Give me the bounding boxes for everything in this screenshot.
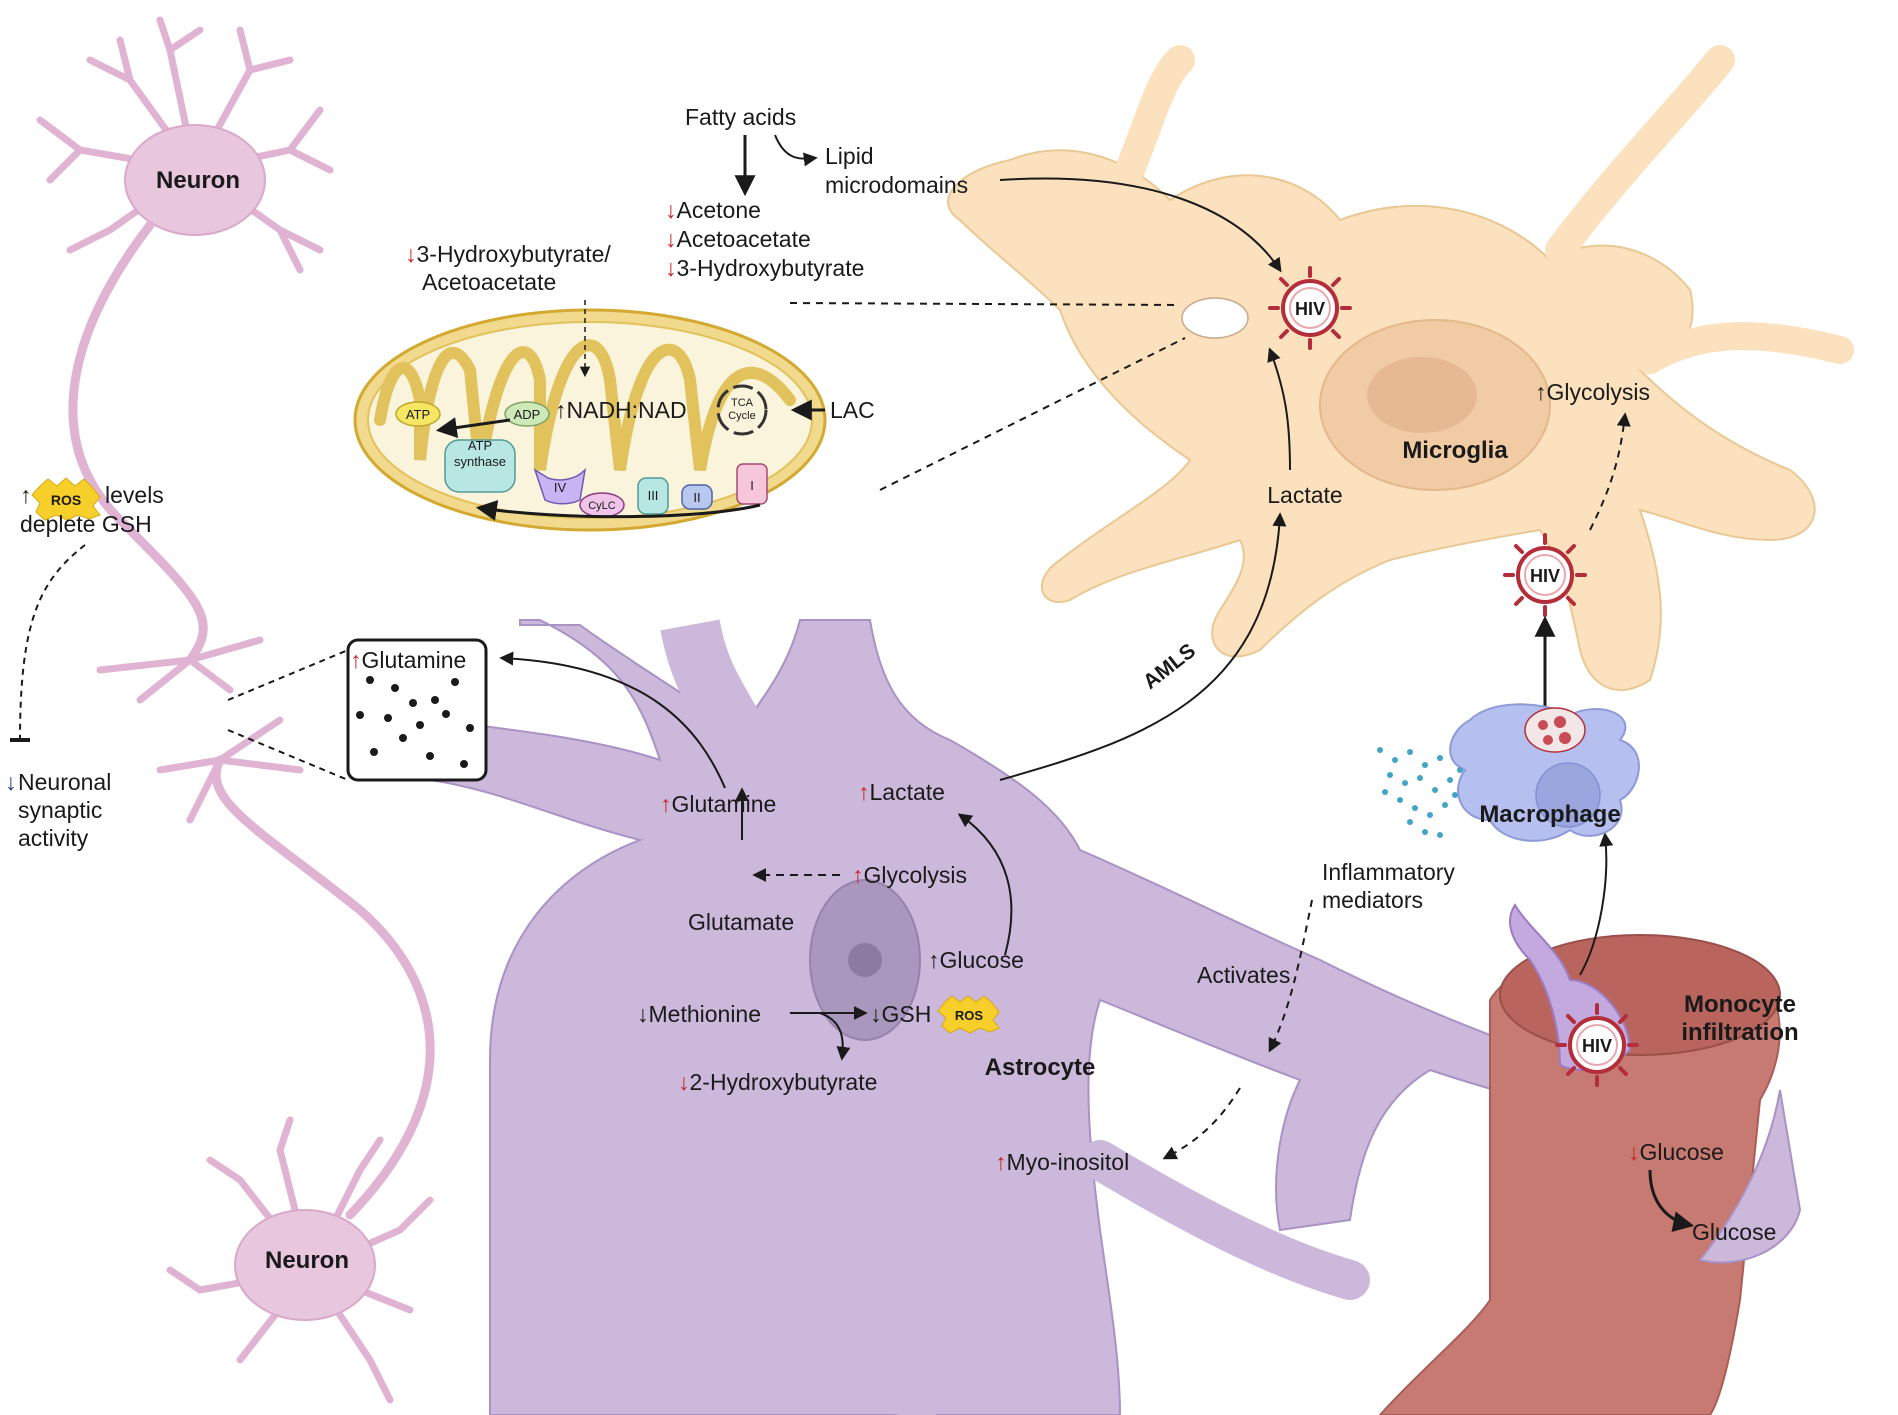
ratio-line-1: ↓3-Hydroxybutyrate/	[405, 241, 611, 267]
tca-cycle	[716, 384, 768, 436]
microglia-lactate: Lactate	[1267, 482, 1342, 508]
astro-ros-label: ROS	[955, 1008, 984, 1023]
neuron-top-body	[124, 124, 266, 236]
microglia-label: Microglia	[1402, 437, 1508, 464]
monocyte-line-1: Monocyte	[1684, 991, 1796, 1018]
astro-activates: Activates	[1197, 962, 1290, 988]
complex-ii-label: II	[693, 490, 700, 505]
nadh-nad-label: ↑NADH:NAD	[555, 397, 687, 423]
complex-ii-shape	[681, 484, 713, 510]
astro-gsh: ↓GSH	[870, 1001, 931, 1027]
complex-iv-shape	[533, 467, 587, 505]
lac-label: LAC	[830, 397, 875, 423]
neuron-bottom-body	[234, 1209, 376, 1321]
macrophage-nucleus	[1535, 762, 1601, 828]
microglia-glycolysis: ↑Glycolysis	[1535, 379, 1650, 405]
tca-label-2: Cycle	[728, 410, 756, 422]
hiv-label-monocyte: HIV	[1582, 1036, 1612, 1056]
mitochondrion	[353, 308, 827, 532]
synapse-glutamine: ↑Glutamine	[350, 647, 466, 673]
astro-methionine: ↓Methionine	[637, 1001, 761, 1027]
fatty-acids: Fatty acids	[685, 104, 796, 130]
synapse-box	[346, 638, 488, 782]
atp-oval	[395, 401, 441, 427]
astro-myo: ↑Myo-inositol	[995, 1149, 1129, 1175]
neuron-bottom-label: Neuron	[265, 1247, 349, 1274]
hiv-virion-monocyte	[1555, 1003, 1639, 1087]
inflammatory-line-1: Inflammatory	[1322, 859, 1455, 885]
phagosome	[1524, 707, 1586, 753]
zoom-line-bottom	[879, 337, 1186, 491]
ratio-line-2: Acetoacetate	[422, 269, 556, 295]
macrophage	[1449, 703, 1640, 842]
astro-lactate: ↑Lactate	[858, 779, 945, 805]
monocyte-line-2: infiltration	[1681, 1019, 1798, 1046]
zoom-line-top	[789, 302, 1181, 306]
hydroxybutyrate-3: ↓3-Hydroxybutyrate	[665, 255, 864, 281]
atp-synthase	[444, 439, 516, 493]
adp-label: ADP	[514, 407, 541, 422]
neuronal-line-3: activity	[18, 825, 89, 851]
neuron-top	[36, 16, 334, 704]
astrocyte-nucleolus	[848, 943, 882, 977]
ros-left-suffix: levels	[105, 482, 164, 508]
adp-oval	[504, 401, 550, 427]
hiv-virion-mid	[1503, 533, 1587, 617]
astro-glycolysis: ↑Glycolysis	[852, 862, 967, 888]
vessel-glucose-out: Glucose	[1692, 1219, 1776, 1245]
astro-glucose: ↑Glucose	[928, 947, 1024, 973]
neuronal-arrow: ↓	[5, 769, 17, 795]
hiv-virion-microglia	[1268, 266, 1352, 350]
neuron-top-label: Neuron	[156, 167, 240, 194]
complex-iii-label: III	[648, 488, 659, 503]
astro-glutamine: ↑Glutamine	[660, 791, 776, 817]
mini-mitochondrion	[1181, 297, 1249, 339]
acetone: ↓Acetone	[665, 197, 761, 223]
neuronal-line-2: synaptic	[18, 797, 102, 823]
amls-label: AMLS	[1139, 639, 1200, 694]
lipid-line-1: Lipid	[825, 143, 874, 169]
astrocyte-label: Astrocyte	[985, 1054, 1096, 1081]
atp-label: ATP	[406, 407, 430, 422]
cytc-label: CyLC	[588, 500, 616, 512]
lipid-line-2: microdomains	[825, 172, 968, 198]
microglia-cell	[947, 45, 1854, 691]
tca-label-1: TCA	[731, 397, 754, 409]
synthase-label-1: ATP	[468, 438, 492, 453]
hiv-label-microglia: HIV	[1295, 299, 1325, 319]
complex-i-shape	[736, 463, 768, 505]
synthase-label-2: synthase	[454, 454, 506, 469]
complex-iv-label: IV	[554, 480, 567, 495]
macrophage-label: Macrophage	[1479, 801, 1620, 828]
ros-left-badge	[31, 477, 101, 521]
ros-left-arrow: ↑	[20, 482, 32, 508]
complex-i-label: I	[750, 478, 754, 493]
hiv-label-mid: HIV	[1530, 566, 1560, 586]
neuron-bottom	[156, 716, 435, 1404]
astrocyte-cell	[429, 619, 1641, 1415]
astro-2hb: ↓2-Hydroxybutyrate	[678, 1069, 877, 1095]
astro-ros-badge	[937, 995, 1000, 1034]
ros-left-line2: deplete GSH	[20, 511, 152, 537]
astro-glutamate: Glutamate	[688, 909, 794, 935]
microglia-nucleolus	[1367, 357, 1477, 433]
acetoacetate: ↓Acetoacetate	[665, 226, 811, 252]
neuronal-line-1: Neuronal	[18, 769, 111, 795]
cytokine-dots	[1377, 747, 1463, 838]
ros-left-label: ROS	[51, 492, 81, 508]
complex-iii-shape	[637, 477, 669, 515]
vessel-glucose-low: ↓Glucose	[1628, 1139, 1724, 1165]
inflammatory-line-2: mediators	[1322, 887, 1423, 913]
